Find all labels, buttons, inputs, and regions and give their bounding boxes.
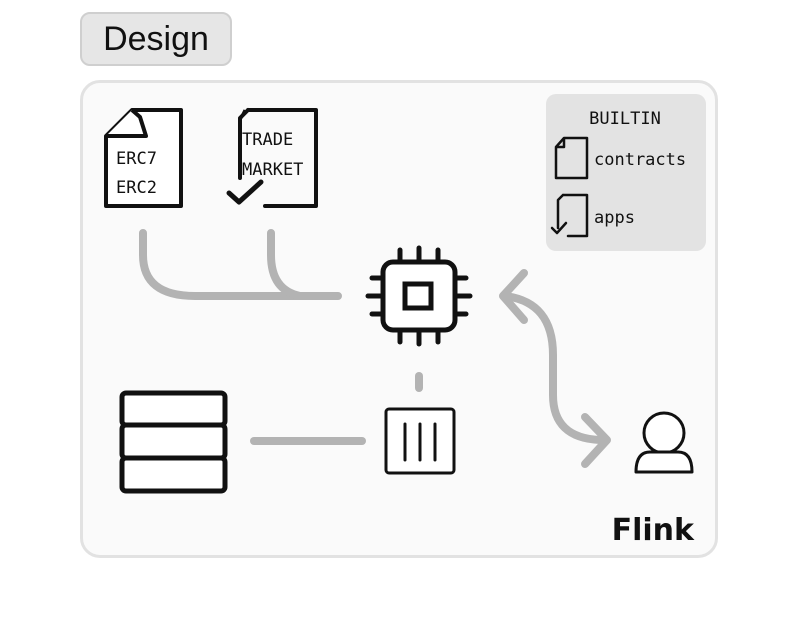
builtin-item-apps: apps: [594, 208, 635, 228]
builtin-item-contracts: contracts: [594, 150, 686, 170]
builtin-legend-box: [546, 94, 706, 251]
brand-label: Flink: [612, 513, 695, 548]
builtin-title: BUILTIN: [589, 109, 661, 129]
trade-document-line1: TRADE: [242, 130, 293, 150]
connectors: [139, 229, 611, 468]
container-icon: [384, 407, 456, 475]
check-icon: [226, 179, 264, 205]
erc-to-processor-connector: [139, 229, 342, 300]
database-icon: [119, 390, 228, 494]
trade-document-line2: MARKET: [242, 160, 303, 180]
trade-market-document-icon: TRADE MARKET: [226, 108, 318, 208]
erc-document-line1: ERC7: [116, 149, 157, 169]
erc-document-line2: ERC2: [116, 178, 157, 198]
user-icon: [634, 411, 694, 474]
arrowhead-right-icon: [581, 413, 611, 468]
arrowhead-left-icon: [499, 269, 528, 324]
apps-document-icon: [550, 193, 589, 238]
processor-user-connector: [501, 292, 604, 444]
erc-document-icon: ERC7 ERC2: [104, 108, 183, 208]
design-tab-label: Design: [103, 19, 209, 58]
trade-to-processor-connector: [267, 229, 304, 300]
cpu-chip-icon: [365, 245, 473, 347]
design-tab[interactable]: Design: [80, 12, 232, 66]
contracts-document-icon: [554, 136, 589, 180]
